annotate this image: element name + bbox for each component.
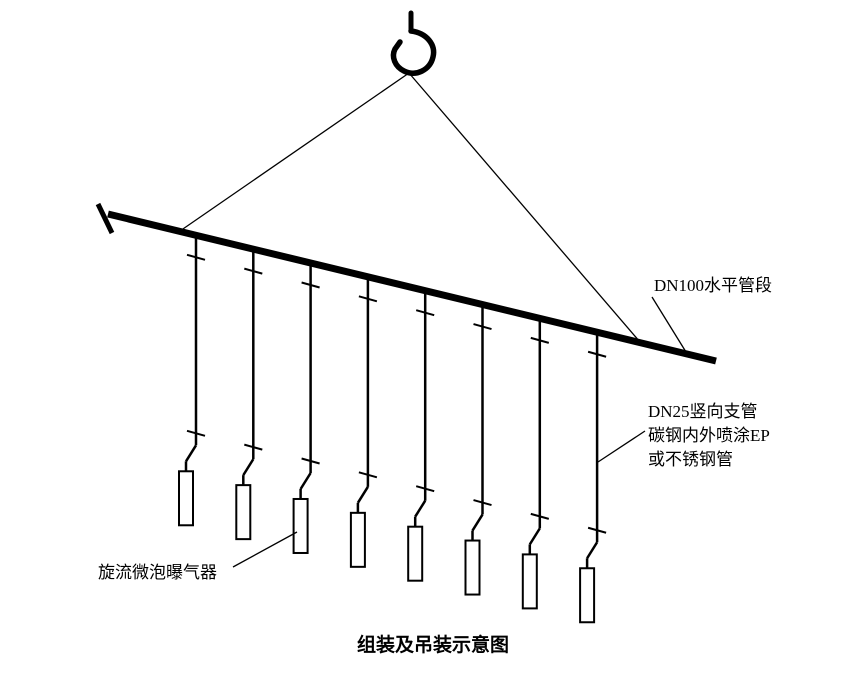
coupling-tick bbox=[473, 323, 492, 331]
hook-body bbox=[390, 28, 437, 76]
coupling-tick bbox=[530, 336, 550, 344]
leader-vertical-pipe bbox=[597, 430, 646, 463]
coupling-tick bbox=[358, 295, 378, 303]
sling-line-left bbox=[179, 72, 410, 232]
offset-jog bbox=[528, 527, 541, 546]
drop-pipe-assembly bbox=[521, 318, 550, 610]
coupling-tick bbox=[358, 471, 378, 479]
leader-horizontal-pipe bbox=[651, 296, 687, 353]
offset-jog bbox=[299, 472, 312, 490]
diagram-title: 组装及吊装示意图 bbox=[357, 633, 509, 656]
drop-pipe-assembly bbox=[579, 332, 607, 624]
coupling-tick bbox=[587, 526, 607, 534]
aerator-body bbox=[521, 553, 538, 610]
drop-pipe-assemblies bbox=[178, 235, 607, 624]
aerator-body bbox=[292, 497, 309, 554]
horizontal-pipe bbox=[107, 210, 717, 365]
drop-pipe-assembly bbox=[349, 276, 378, 568]
drop-pipe-assembly bbox=[464, 304, 492, 596]
aerator-label: 旋流微泡曝气器 bbox=[98, 563, 217, 582]
coupling-tick bbox=[301, 457, 320, 465]
aerator-body bbox=[407, 525, 424, 582]
offset-jog bbox=[414, 500, 427, 518]
aerator-body bbox=[464, 539, 481, 596]
coupling-tick bbox=[415, 309, 435, 317]
offset-jog bbox=[471, 513, 484, 532]
offset-jog bbox=[242, 458, 255, 476]
drop-pipe-assembly bbox=[407, 290, 435, 582]
coupling-tick bbox=[186, 429, 206, 437]
coupling-tick bbox=[415, 485, 435, 493]
aerator-body bbox=[349, 511, 366, 568]
coupling-tick bbox=[473, 499, 492, 507]
horizontal-pipe-label: DN100水平管段 bbox=[654, 276, 772, 295]
coupling-tick bbox=[244, 267, 263, 275]
sling-line-right bbox=[408, 72, 641, 343]
drop-pipe-assembly bbox=[235, 249, 263, 541]
vertical-pipe-label-line1: DN25竖向支管 bbox=[648, 402, 758, 421]
leader-aerator bbox=[232, 531, 298, 568]
offset-jog bbox=[356, 486, 369, 504]
coupling-tick bbox=[301, 281, 320, 289]
drop-pipe-assembly bbox=[292, 262, 320, 554]
coupling-tick bbox=[530, 512, 550, 520]
aerator-body bbox=[235, 484, 252, 541]
coupling-tick bbox=[244, 443, 263, 451]
crane-hook-icon bbox=[390, 10, 437, 76]
coupling-tick bbox=[186, 253, 206, 261]
pipe-end-cap bbox=[95, 202, 115, 235]
aerator-body bbox=[178, 470, 194, 527]
offset-jog bbox=[586, 541, 599, 559]
vertical-pipe-label-line3: 或不锈钢管 bbox=[648, 450, 733, 469]
aerator-body bbox=[579, 567, 596, 624]
coupling-tick bbox=[587, 350, 607, 358]
vertical-pipe-label-line2: 碳钢内外喷涂EP bbox=[648, 426, 770, 445]
drop-pipe-assembly bbox=[178, 235, 206, 527]
offset-jog bbox=[184, 444, 198, 462]
